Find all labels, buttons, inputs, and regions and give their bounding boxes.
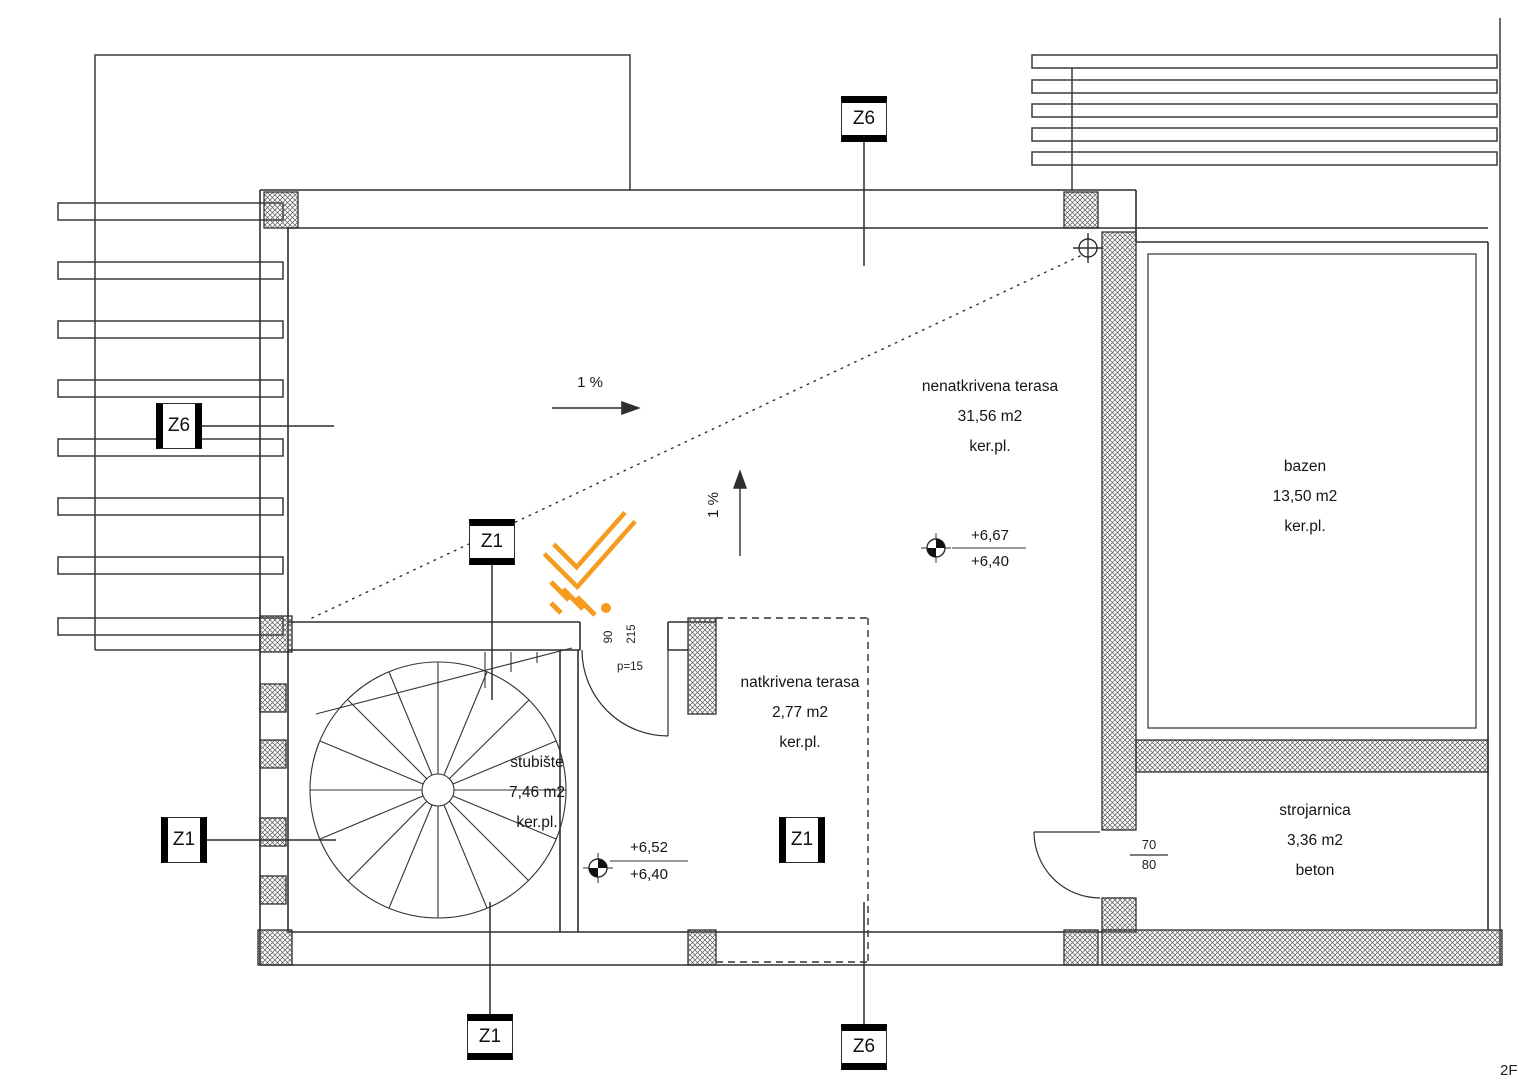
room-area: 7,46 m2 — [508, 784, 565, 801]
room-label-nenatkrivena-terasa: nenatkrivena terasa 31,56 m2 ker.pl. — [890, 372, 1090, 462]
room-finish: ker.pl. — [969, 438, 1011, 455]
room-label-strojarnica: strojarnica 3,36 m2 beton — [1215, 796, 1415, 886]
section-leader-lines — [202, 142, 865, 1024]
section-marker-z1-bottom: Z1 — [467, 1014, 513, 1060]
section-marker-label: Z1 — [480, 531, 504, 552]
room-finish: ker.pl. — [779, 734, 821, 751]
spiral-staircase — [309, 647, 573, 919]
corner-note: 2F — [1500, 1062, 1518, 1079]
room-name: strojarnica — [1279, 802, 1351, 819]
room-area: 3,36 m2 — [1286, 832, 1343, 849]
level-top: +6,67 — [971, 527, 1009, 544]
room-name: bazen — [1283, 458, 1327, 475]
section-marker-label: Z1 — [172, 829, 196, 850]
room-area: 31,56 m2 — [957, 408, 1023, 425]
room-label-stubiste: stubište 7,46 m2 ker.pl. — [470, 748, 604, 838]
section-marker-z6-bottom: Z6 — [841, 1024, 887, 1070]
room-finish: ker.pl. — [516, 814, 558, 831]
section-marker-z6-top: Z6 — [841, 96, 887, 142]
parapet-dim: p=15 — [617, 661, 643, 673]
level-marker-icon — [583, 853, 613, 883]
door-dim-width: 70 — [1141, 837, 1157, 852]
room-label-bazen: bazen 13,50 m2 ker.pl. — [1205, 452, 1405, 542]
logo-watermark-icon — [542, 511, 637, 617]
level-top: +6,52 — [630, 839, 668, 856]
section-marker-z1-left: Z1 — [161, 817, 207, 863]
door-dim-height: 215 — [626, 624, 638, 644]
section-marker-z1-top: Z1 — [469, 519, 515, 565]
hatched-walls — [257, 191, 1503, 966]
section-marker-z1-middle: Z1 — [779, 817, 825, 863]
room-label-natkrivena-terasa: natkrivena terasa 2,77 m2 ker.pl. — [716, 668, 884, 758]
level-bottom: +6,40 — [630, 866, 668, 883]
room-name: nenatkrivena terasa — [921, 378, 1059, 395]
annotations — [202, 142, 1103, 1024]
door-dim-height: 80 — [1141, 857, 1157, 872]
room-finish: ker.pl. — [1284, 518, 1326, 535]
section-marker-label: Z6 — [852, 108, 876, 129]
section-marker-label: Z1 — [478, 1026, 502, 1047]
slope-label-vertical: 1 % — [705, 492, 722, 518]
covered-terrace-outline — [716, 617, 869, 963]
room-finish: beton — [1295, 862, 1335, 879]
section-marker-label: Z6 — [167, 415, 191, 436]
section-marker-z6-left: Z6 — [156, 403, 202, 449]
pool-basin — [1147, 253, 1477, 729]
section-marker-label: Z1 — [790, 829, 814, 850]
room-area: 2,77 m2 — [771, 704, 828, 721]
level-marker-icon — [921, 533, 951, 563]
room-name: natkrivena terasa — [740, 674, 860, 691]
section-marker-label: Z6 — [852, 1036, 876, 1057]
room-area: 13,50 m2 — [1272, 488, 1338, 505]
doors — [581, 649, 1168, 899]
level-bottom: +6,40 — [971, 553, 1009, 570]
slope-label-horizontal: 1 % — [577, 374, 603, 391]
door-dim-width: 90 — [603, 630, 615, 644]
room-name: stubište — [510, 754, 564, 771]
pergola-louvers — [57, 18, 1501, 965]
